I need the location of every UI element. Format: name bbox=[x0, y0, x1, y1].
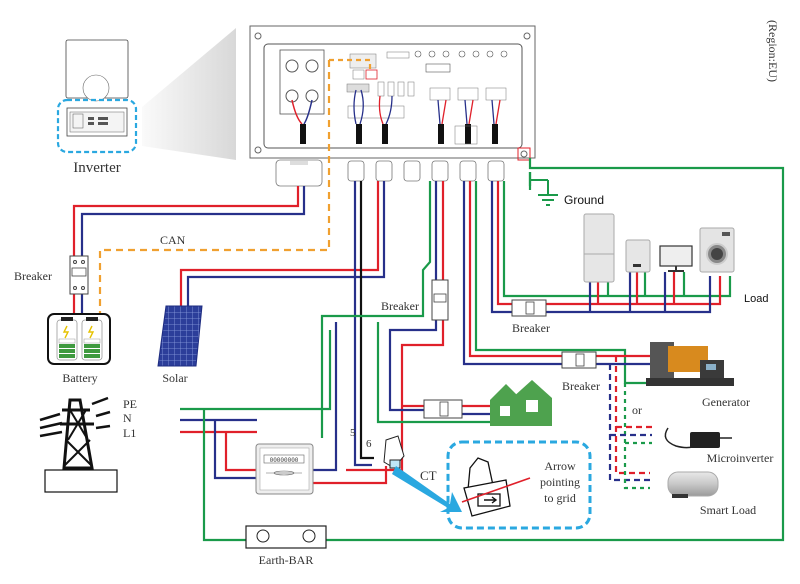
battery-negative-wire bbox=[80, 186, 306, 258]
battery-icon bbox=[47, 313, 111, 365]
generator-label: Generator bbox=[702, 395, 750, 409]
wire-6-label: 6 bbox=[366, 438, 372, 450]
main-earth-wire bbox=[326, 158, 785, 542]
battery-positive-wire bbox=[72, 186, 300, 258]
battery-label: Battery bbox=[62, 371, 97, 385]
load-breaker-label: Breaker bbox=[512, 321, 550, 335]
meter-reading: 00000000 bbox=[270, 457, 299, 464]
house-icon bbox=[490, 380, 552, 426]
zoom-cone bbox=[142, 28, 236, 160]
grid-earth-wire bbox=[320, 181, 432, 438]
grid-live-wire bbox=[346, 318, 445, 472]
grid-breaker-icon bbox=[431, 279, 449, 321]
wires bbox=[72, 58, 785, 542]
battery-breaker-icon bbox=[69, 255, 89, 295]
inverter-highlight bbox=[56, 98, 138, 154]
ct-pointer bbox=[392, 466, 462, 512]
house-breaker-icon bbox=[423, 399, 463, 419]
fridge-icon bbox=[583, 213, 615, 283]
ct-wire-5 bbox=[353, 181, 372, 467]
ct-note-line-3: to grid bbox=[544, 491, 576, 505]
microinverter-label: Microinverter bbox=[707, 451, 774, 465]
pe-label: PE bbox=[123, 397, 137, 411]
load-breaker-icon bbox=[511, 299, 547, 317]
grid-breaker-label: Breaker bbox=[381, 299, 419, 313]
wire-5-label: 5 bbox=[350, 427, 356, 439]
or-label: or bbox=[632, 403, 642, 417]
inverter-label: Inverter bbox=[73, 160, 120, 176]
ct-wire-6 bbox=[359, 181, 374, 460]
generator-breaker-label: Breaker bbox=[562, 379, 600, 393]
solar-label: Solar bbox=[162, 371, 187, 385]
water-heater-icon bbox=[667, 471, 719, 498]
ct-detail-highlight bbox=[446, 440, 592, 530]
ct-note-line-2: pointing bbox=[540, 475, 580, 489]
pe-wire bbox=[180, 330, 332, 411]
washing-machine-icon bbox=[699, 227, 735, 273]
microinverter-icon bbox=[664, 427, 732, 449]
generator-breaker-icon bbox=[561, 351, 597, 369]
can-bus-wire bbox=[98, 60, 331, 316]
boiler-icon bbox=[625, 239, 651, 273]
solar-panel-icon bbox=[157, 305, 203, 367]
monitor-icon bbox=[659, 245, 693, 272]
inverter-icon bbox=[65, 39, 129, 137]
smart-load-label: Smart Load bbox=[700, 503, 756, 517]
ct-note-line-1: Arrow bbox=[544, 459, 576, 473]
l1-label: L1 bbox=[123, 426, 136, 440]
generator-icon bbox=[646, 342, 734, 386]
region-label: (Region:EU) bbox=[766, 20, 780, 82]
battery-breaker-label: Breaker bbox=[14, 269, 52, 283]
earth-bar-label: Earth-BAR bbox=[259, 553, 314, 567]
power-tower-icon bbox=[39, 396, 118, 493]
ct-label: CT bbox=[420, 468, 437, 483]
ground-icon bbox=[538, 180, 558, 206]
inverter-terminal-panel bbox=[249, 25, 536, 187]
n-label: N bbox=[123, 411, 132, 425]
energy-meter-icon: 00000000 bbox=[255, 443, 314, 495]
pv-negative-wire bbox=[186, 181, 386, 306]
load-label: Load bbox=[744, 293, 768, 305]
pv-positive-wire bbox=[179, 181, 380, 306]
can-label: CAN bbox=[160, 233, 186, 247]
earth-bar-icon bbox=[245, 525, 327, 549]
ct-detail-icon bbox=[461, 457, 531, 517]
ground-label: Ground bbox=[564, 193, 604, 207]
